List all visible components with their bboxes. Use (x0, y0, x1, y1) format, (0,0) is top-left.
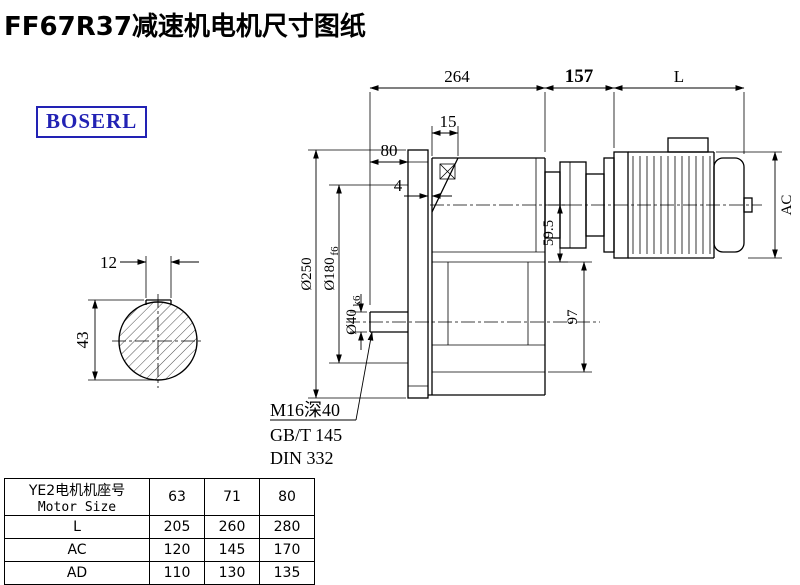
dim-L-label: L (674, 67, 684, 86)
motor (613, 137, 753, 259)
dim-flange-diameter: Ø250 (299, 149, 406, 399)
reducer-side-view (346, 137, 762, 399)
dim-15-label: 15 (440, 112, 457, 131)
keyway-width-dimension: 12 (100, 253, 199, 298)
dim-180-label: Ø180 (322, 257, 338, 290)
table-row-AC: AC 120 145 170 (4, 538, 315, 562)
L-value-80: 280 (259, 515, 315, 539)
frame-size-80: 80 (259, 478, 315, 516)
AD-value-71: 130 (204, 561, 260, 585)
AD-value-63: 110 (149, 561, 205, 585)
dim-80: 80 (369, 141, 409, 165)
dim-59-5-label: 59.5 (541, 220, 557, 246)
motor-size-table: YE2电机机座号 Motor Size 63 71 80 L 205 260 2… (4, 478, 315, 585)
row-label-AC: AC (4, 538, 150, 562)
table-header-cn: YE2电机机座号 (28, 482, 126, 499)
dim-spigot-diameter: Ø180 f6 (322, 184, 408, 364)
L-value-71: 260 (204, 515, 260, 539)
page-title: FF67R37减速机电机尺寸图纸 (4, 12, 366, 42)
AC-value-63: 120 (149, 538, 205, 562)
dim-40-label: Ø40 (344, 309, 360, 335)
terminal-box (667, 137, 709, 153)
keyway-slot (145, 299, 172, 305)
dim-97-label: 97 (565, 309, 581, 325)
table-row-AD: AD 110 130 135 (4, 561, 315, 585)
thread-tap-label: M16深40 (270, 400, 340, 420)
table-header-cell: YE2电机机座号 Motor Size (4, 478, 150, 516)
table-header-row: YE2电机机座号 Motor Size 63 71 80 (4, 478, 315, 516)
gb-standard-label: GB/T 145 (270, 425, 342, 445)
AD-value-80: 135 (259, 561, 315, 585)
dim-264-label: 264 (444, 67, 470, 86)
dim-40-tolerance-label: k6 (351, 295, 363, 307)
dim-ac-label: AC (779, 195, 795, 216)
dim-180-tolerance-label: f6 (329, 246, 341, 256)
dim-12-label: 12 (100, 253, 117, 272)
dim-97: 97 (548, 261, 592, 373)
gear-housing (428, 157, 546, 396)
breather-plug-symbol (439, 163, 456, 180)
AC-value-80: 170 (259, 538, 315, 562)
L-value-63: 205 (149, 515, 205, 539)
dim-15: 15 (431, 112, 459, 156)
keyway-depth-dimension: 43 (73, 299, 154, 381)
din-standard-label: DIN 332 (270, 448, 334, 468)
dim-250-label: Ø250 (299, 257, 315, 290)
top-dimensions: 264 157 L (369, 66, 745, 305)
dim-4: 4 (394, 176, 452, 199)
diameter-dimensions: Ø250 Ø180 f6 Ø40 k6 (299, 149, 408, 399)
table-header-en: Motor Size (37, 499, 117, 515)
dim-4-label: 4 (394, 176, 403, 195)
dim-ac: AC (716, 151, 795, 259)
thread-note: M16深40 GB/T 145 DIN 332 (270, 331, 374, 468)
dim-157-label: 157 (565, 66, 594, 87)
dim-80-label: 80 (381, 141, 398, 160)
frame-size-63: 63 (149, 478, 205, 516)
table-row-L: L 205 260 280 (4, 515, 315, 539)
mounting-flange (407, 149, 429, 399)
row-label-L: L (4, 515, 150, 539)
row-label-AD: AD (4, 561, 150, 585)
shaft-section-view (112, 294, 204, 388)
dim-43-label: 43 (73, 332, 92, 349)
dim-shaft-diameter: Ø40 k6 (344, 294, 367, 350)
frame-size-71: 71 (204, 478, 260, 516)
AC-value-71: 145 (204, 538, 260, 562)
brand-logo: BOSERL (36, 106, 148, 138)
